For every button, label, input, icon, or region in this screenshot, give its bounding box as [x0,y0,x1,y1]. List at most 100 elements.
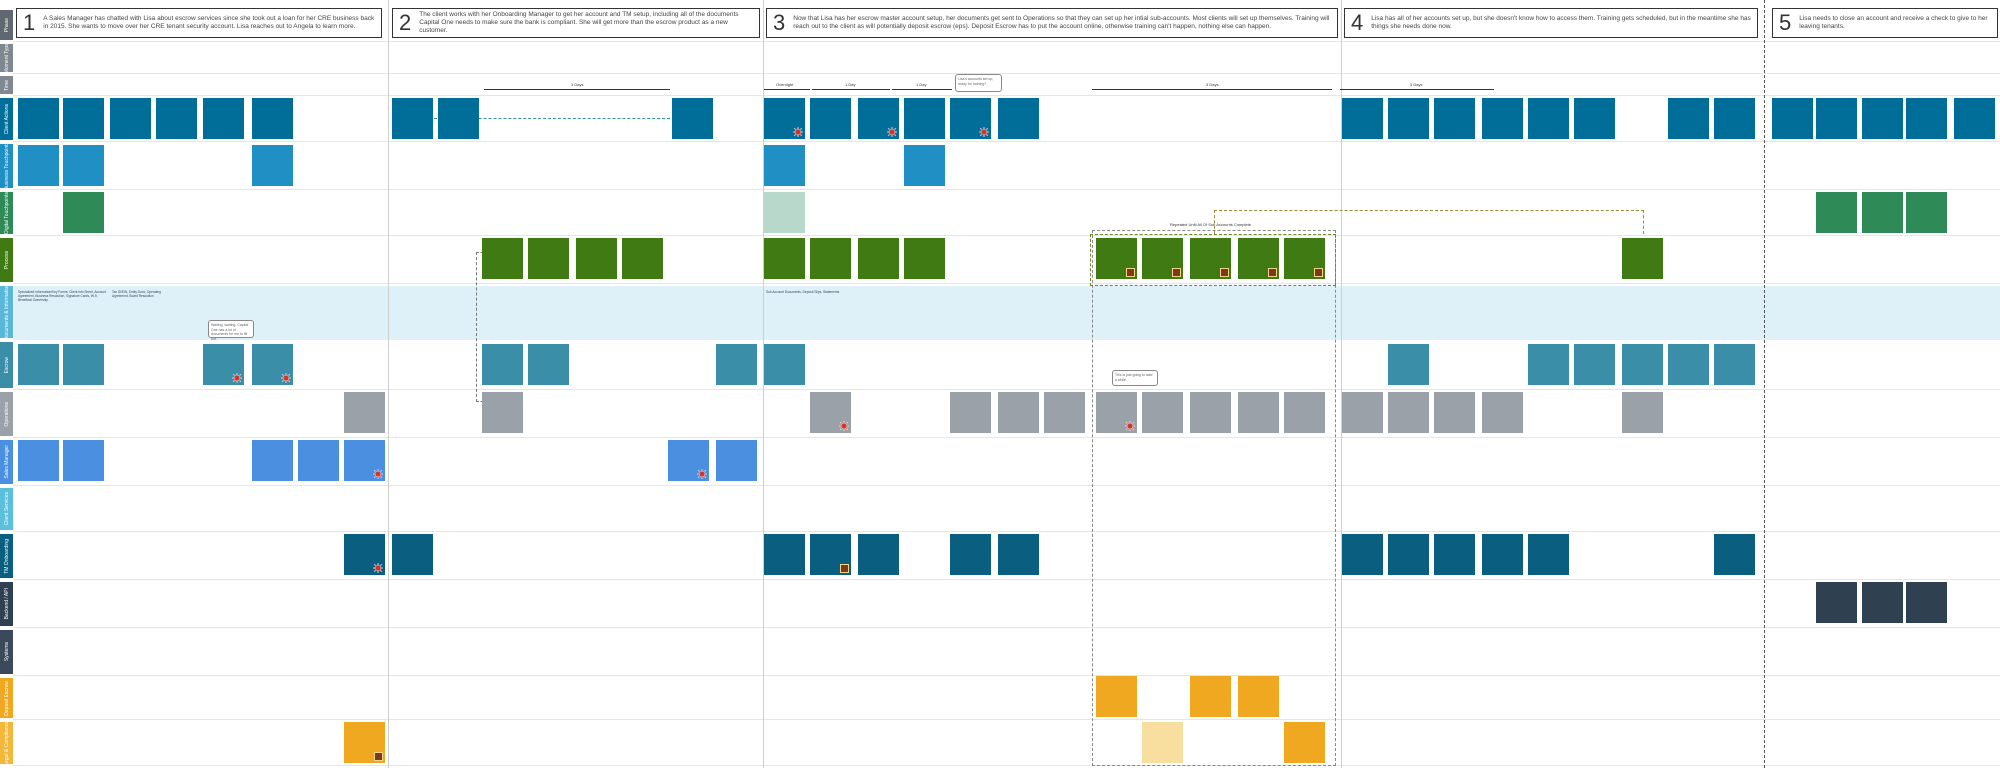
lane-label: Legal & Compliance [0,721,13,765]
sticky-note [810,534,851,575]
sticky-note [1284,238,1325,279]
lane-label: Systems [0,630,13,674]
sticky-note [252,440,293,481]
sticky-note [904,238,945,279]
sticky-note [1954,98,1995,139]
sticky-note [810,98,851,139]
lane-divider [13,95,2000,96]
sticky-note [1284,722,1325,763]
sticky-note [764,145,805,186]
pain-point-icon [232,373,242,383]
sticky-note [1906,582,1947,623]
lane-label-text: Operations [3,401,10,427]
sticky-note [1816,582,1857,623]
sticky-note [904,98,945,139]
phase-divider [763,0,764,768]
sticky-note [1482,98,1523,139]
lane-divider [13,719,2000,720]
sticky-note [1434,534,1475,575]
sticky-note [1714,98,1755,139]
lane-label: Client Actions [0,98,13,140]
sticky-note [950,534,991,575]
duration-arrow [484,89,670,90]
lane-divider [13,41,2000,42]
lane-label: Time [0,76,13,94]
lane-label-text: Moment Type [3,42,10,74]
lane-label-text: Escrow [3,356,10,374]
sticky-note [1714,344,1755,385]
sticky-note [252,145,293,186]
sticky-note [63,344,104,385]
marker-badge-icon [1172,268,1181,277]
phase-divider [1341,0,1342,768]
sticky-note [63,98,104,139]
sticky-note [904,145,945,186]
phase-divider [388,0,389,768]
sticky-note [1342,392,1383,433]
lane-label: Business Touchpoints [0,141,13,191]
sticky-note [1142,392,1183,433]
sticky-note [1906,192,1947,233]
lane-label-text: Business Touchpoints [3,141,10,191]
phase-description: A Sales Manager has chatted with Lisa ab… [43,15,375,30]
sticky-note [716,344,757,385]
sticky-note [1622,238,1663,279]
sticky-note [482,344,523,385]
lane-label-text: Documents & Information [3,283,10,341]
sticky-note [1096,676,1137,717]
sticky-note [1622,344,1663,385]
sticky-note [392,534,433,575]
lane-label: Digital Touchpoints [0,192,13,234]
sticky-note [1816,192,1857,233]
documents-band [14,286,2000,340]
lane-label: Backend / API [0,582,13,626]
marker-badge-icon [1126,268,1135,277]
sticky-note [1388,534,1429,575]
sticky-note [1434,98,1475,139]
duration-label: 1 Day [916,82,927,87]
thought-bubble: Lisa's accounts set up, ready for traini… [955,74,1002,92]
repeat-loop-label: Repeated Until All Of Sub Accounts Compl… [1170,222,1251,227]
lane-divider [13,765,2000,766]
sticky-note [252,98,293,139]
sticky-note [716,440,757,481]
sticky-note [1190,676,1231,717]
phase-number: 3 [773,10,786,35]
sticky-note [1238,238,1279,279]
lane-label-text: Process [3,250,10,270]
sticky-note [764,98,805,139]
band-note: Sub Account Documents, Deposit Slips, St… [766,290,840,294]
sticky-note [998,534,1039,575]
sticky-note [110,98,151,139]
phase-3-box: 3 Now that Lisa has her escrow master ac… [766,8,1338,38]
phase-number: 5 [1779,10,1792,35]
sticky-note [18,344,59,385]
sticky-note [858,534,899,575]
connector-path [1214,210,1644,234]
sticky-note [1388,98,1429,139]
lane-label-text: Systems [3,642,10,662]
phase-number: 1 [23,10,36,35]
sticky-note [528,238,569,279]
phase-4-box: 4 Lisa has all of her accounts set up, b… [1344,8,1758,38]
lane-label: Escrow [0,342,13,388]
sticky-note [1528,344,1569,385]
lane-label: Moment Type [0,42,13,74]
sticky-note [1528,534,1569,575]
sticky-note [344,534,385,575]
sticky-note [63,440,104,481]
sticky-note [1482,534,1523,575]
sticky-note [1342,98,1383,139]
phase-number: 4 [1351,10,1364,35]
thought-bubble: This is just going to take a while. [1112,370,1158,386]
sticky-note [950,98,991,139]
sticky-note [764,344,805,385]
lane-label: Documents & Information [0,283,13,341]
duration-arrow [812,89,890,90]
lane-label-text: Client Actions [3,103,10,135]
sticky-note [344,722,385,763]
sticky-note [1190,392,1231,433]
lane-label-text: Digital Touchpoints [3,192,10,234]
phase-2-box: 2 The client works with her Onboarding M… [392,8,760,38]
sticky-note [858,98,899,139]
